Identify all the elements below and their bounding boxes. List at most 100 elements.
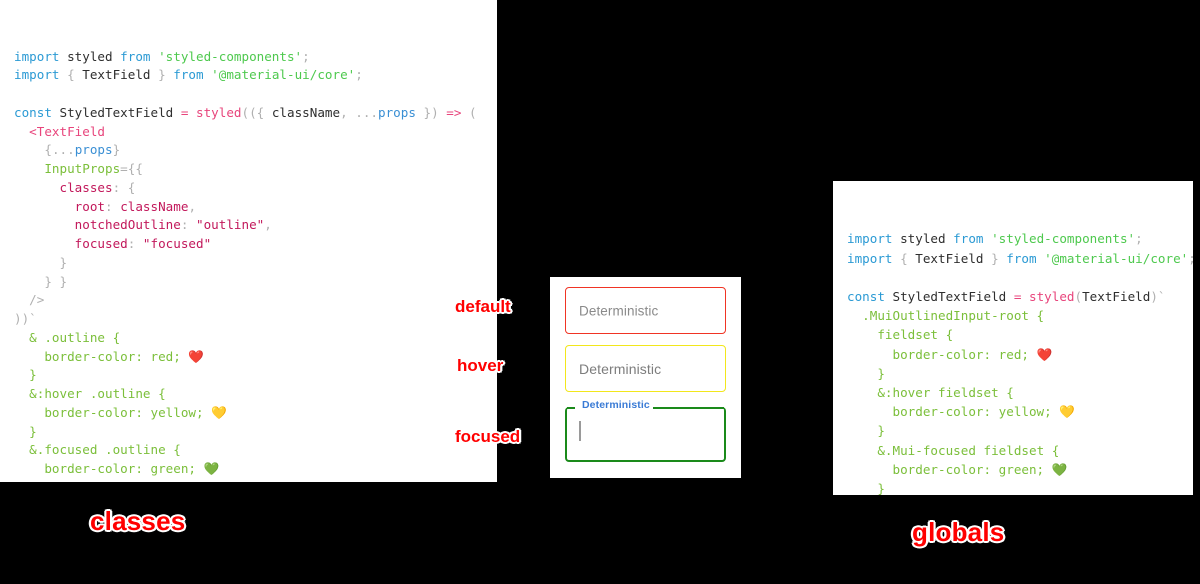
code-line bbox=[847, 268, 1185, 287]
code-line: } bbox=[14, 423, 489, 442]
textfield-default-value: Deterministic bbox=[579, 303, 659, 318]
code-token bbox=[14, 255, 60, 270]
code-token: border-color: yellow; bbox=[44, 404, 212, 420]
code-token: border-color: green; bbox=[892, 461, 1052, 477]
code-token: } bbox=[877, 365, 885, 381]
code-token bbox=[14, 367, 29, 382]
annotation-hover: hover bbox=[457, 356, 504, 375]
annotation-globals-title: globals bbox=[912, 517, 1005, 547]
code-token: <TextField bbox=[29, 123, 105, 139]
code-token: import bbox=[14, 48, 68, 64]
code-line: } } bbox=[14, 273, 489, 292]
code-token: { bbox=[44, 142, 52, 158]
code-line: border-color: green; 💚 bbox=[14, 460, 489, 479]
code-token bbox=[14, 142, 44, 157]
code-token: &:hover fieldset { bbox=[877, 385, 1014, 401]
code-token: from bbox=[112, 48, 159, 64]
code-token: } bbox=[991, 250, 999, 266]
code-line: } bbox=[847, 421, 1185, 440]
notch-segment-left bbox=[567, 407, 575, 410]
code-token: ... bbox=[355, 104, 378, 120]
code-token: TextField bbox=[907, 250, 992, 266]
code-token: const bbox=[847, 289, 893, 305]
code-token: "outline" bbox=[196, 217, 265, 233]
code-line: fieldset { bbox=[847, 325, 1185, 344]
code-line: notchedOutline: "outline", bbox=[14, 216, 489, 235]
code-token: border-color: green; bbox=[44, 461, 204, 476]
code-token: ... bbox=[51, 142, 75, 158]
code-token: border-color: red; bbox=[44, 348, 189, 364]
code-token bbox=[847, 423, 877, 438]
textfield-focused[interactable]: Deterministic bbox=[565, 399, 726, 462]
code-line: import { TextField } from '@material-ui/… bbox=[847, 249, 1193, 268]
code-token: ; bbox=[302, 48, 310, 64]
textfield-demo-panel: Deterministic Deterministic Deterministi… bbox=[550, 277, 741, 478]
code-line: InputProps={{ bbox=[14, 160, 489, 179]
code-panel-globals: import styled from 'styled-components';i… bbox=[833, 181, 1193, 495]
code-token: = bbox=[173, 104, 196, 120]
code-token: , bbox=[340, 104, 356, 120]
code-line: border-color: red; ❤️ bbox=[14, 348, 489, 367]
code-token: = bbox=[120, 161, 128, 176]
code-token: TextField bbox=[74, 67, 159, 83]
code-token: } bbox=[29, 367, 37, 383]
code-token: import bbox=[14, 67, 68, 83]
code-line: border-color: green; 💚 bbox=[847, 460, 1185, 479]
code-line: border-color: yellow; 💛 bbox=[847, 402, 1185, 421]
code-token: TextField bbox=[1082, 289, 1151, 305]
code-token: .MuiOutlinedInput-root { bbox=[862, 308, 1045, 324]
code-token: &.focused .outline { bbox=[29, 442, 181, 458]
code-token: className bbox=[120, 198, 189, 214]
code-token: {{ bbox=[127, 161, 143, 176]
code-token: ; bbox=[1188, 251, 1193, 266]
code-token: import bbox=[847, 231, 901, 247]
code-token bbox=[14, 217, 75, 232]
code-token bbox=[14, 480, 29, 482]
code-token: StyledTextField bbox=[59, 104, 174, 120]
code-token: { bbox=[256, 104, 272, 120]
annotation-focused: focused bbox=[455, 427, 521, 446]
code-token: props bbox=[74, 142, 113, 158]
code-token: , bbox=[264, 217, 272, 233]
code-token: const bbox=[14, 104, 60, 120]
code-line: <TextField bbox=[14, 123, 489, 142]
code-line: {...props} bbox=[14, 141, 489, 160]
code-line: ))` bbox=[14, 310, 489, 329]
code-token: { bbox=[900, 250, 908, 266]
code-token bbox=[14, 274, 44, 289]
code-token: 💚 bbox=[203, 461, 220, 476]
code-token: => bbox=[438, 104, 470, 120]
code-panel-classes: import styled from 'styled-components';i… bbox=[0, 0, 497, 482]
code-token bbox=[14, 236, 75, 251]
annotation-default: default bbox=[455, 297, 511, 316]
code-token: from bbox=[998, 250, 1045, 266]
code-token bbox=[14, 161, 44, 176]
code-token: StyledTextField bbox=[892, 289, 1007, 305]
code-token: from bbox=[165, 67, 212, 83]
code-token: styled bbox=[67, 48, 113, 64]
code-token: &.Mui-focused fieldset { bbox=[877, 442, 1060, 458]
code-token: ; bbox=[355, 67, 363, 83]
code-token: : bbox=[112, 179, 128, 195]
code-token: styled bbox=[1028, 289, 1075, 305]
code-line: /> bbox=[14, 291, 489, 310]
code-line: import { TextField } from '@material-ui/… bbox=[14, 66, 489, 85]
code-token: fieldset { bbox=[877, 327, 954, 343]
code-line: .MuiOutlinedInput-root { bbox=[847, 306, 1185, 325]
code-line: root: className, bbox=[14, 198, 489, 217]
code-token: ❤️ bbox=[1036, 346, 1053, 362]
code-token: "focused" bbox=[142, 236, 212, 251]
code-token: /> bbox=[29, 292, 45, 308]
code-token bbox=[14, 461, 44, 476]
code-token: & .outline { bbox=[29, 329, 121, 345]
code-token: } bbox=[59, 254, 68, 270]
code-token: 'styled-components' bbox=[158, 48, 303, 64]
textfield-hover[interactable]: Deterministic bbox=[565, 345, 726, 392]
code-token bbox=[847, 443, 877, 458]
code-line: } bbox=[14, 254, 489, 273]
code-token bbox=[14, 424, 29, 439]
code-token: &:hover .outline { bbox=[29, 386, 166, 401]
code-body-classes: import styled from 'styled-components';i… bbox=[14, 48, 489, 483]
code-token: ❤️ bbox=[188, 348, 205, 364]
textfield-default[interactable]: Deterministic bbox=[565, 287, 726, 334]
